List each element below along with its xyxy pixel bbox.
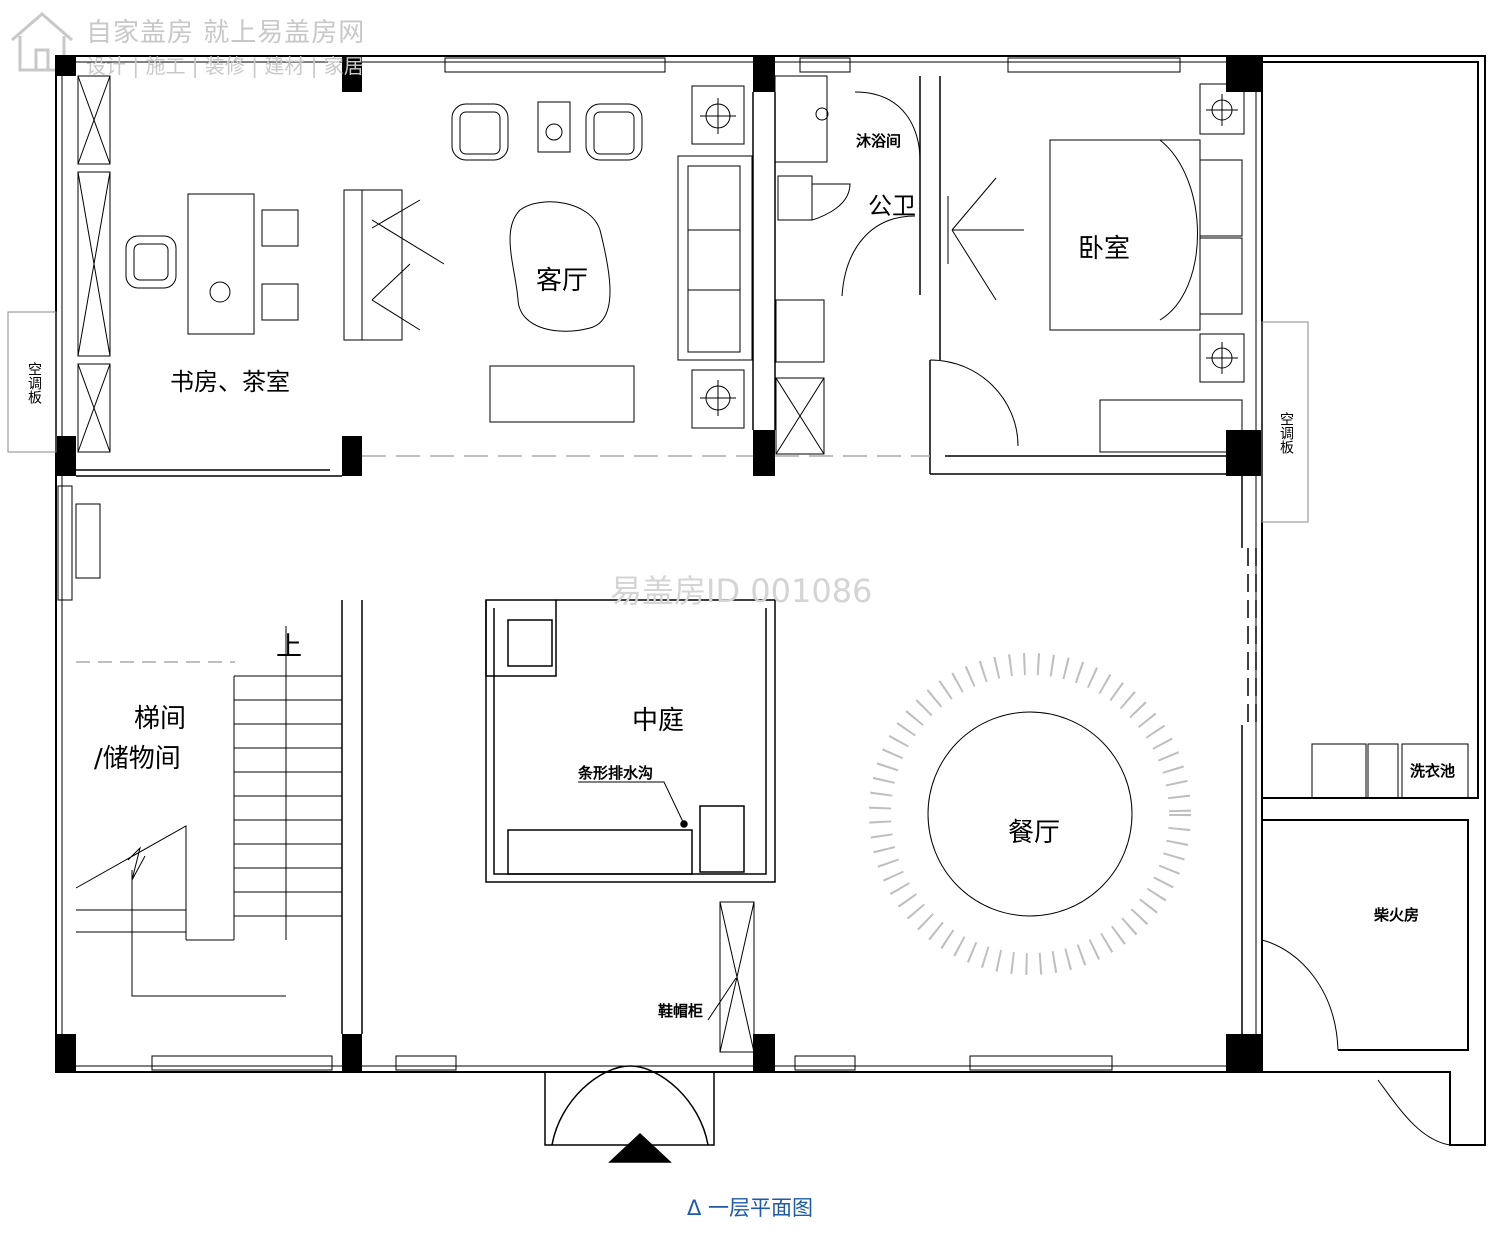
firewood-door: [1261, 939, 1339, 1051]
room-label-dining: 餐厅: [1008, 818, 1061, 848]
room-label-courtyard: 中庭: [632, 706, 685, 736]
stairs-up-label: 上: [276, 632, 303, 662]
room-label-firewood: 柴火房: [1374, 906, 1420, 924]
floor-plan-caption: Δ 一层平面图: [686, 1196, 814, 1220]
entrance-arrow-icon: [608, 1132, 672, 1163]
ac-boards: [7, 311, 1309, 523]
tea-desk: [125, 193, 299, 335]
watermark-title: 自家盖房 就上易盖房网: [86, 18, 366, 48]
room-label-shower: 沐浴间: [856, 132, 902, 150]
tea-table: [489, 365, 635, 423]
bookshelves: [77, 75, 111, 453]
room-label-laundry: 洗衣池: [1410, 762, 1456, 780]
shoe-cabinet-label: 鞋帽柜: [658, 1002, 704, 1020]
bed: [1049, 139, 1243, 331]
coffee-table: [509, 201, 611, 332]
bathroom-fixtures: [774, 75, 1019, 455]
wardrobe: [1099, 399, 1243, 453]
ac-board-label-left: 空调板: [26, 362, 42, 404]
room-label-public-toilet: 公卫: [868, 192, 916, 220]
interior-walls: [76, 76, 1263, 1034]
bedroom-tv: [947, 177, 1024, 301]
dining-table: [869, 653, 1191, 975]
lamp-icons: [691, 83, 1245, 429]
staircase: [75, 626, 342, 997]
drain-pointer: [578, 781, 685, 825]
sofa: [677, 155, 753, 361]
shoe-cabinet: [707, 901, 755, 1053]
watermark-id: 易盖房ID 001086: [610, 572, 873, 610]
columns: [56, 56, 1262, 1072]
room-label-storage: /储物间: [94, 744, 181, 774]
watermark-subtitle: 设计 | 施工 | 装修 | 建材 | 家居: [86, 54, 364, 78]
outer-walls: [55, 55, 1486, 1146]
drain-label: 条形排水沟: [578, 764, 654, 782]
room-label-study: 书房、茶室: [170, 368, 290, 396]
courtyard: [485, 599, 776, 883]
room-label-bedroom: 卧室: [1078, 234, 1131, 264]
living-armchairs: [451, 101, 643, 161]
laundry-fixtures: [1311, 743, 1469, 799]
front-door: [544, 1065, 715, 1146]
room-label-living: 客厅: [536, 266, 589, 296]
room-label-stair: 梯间: [134, 704, 187, 734]
ac-board-label-right: 空调板: [1278, 412, 1294, 454]
tv-cabinet: [343, 189, 445, 341]
logo-house-icon: [11, 12, 73, 72]
annex-door: [1377, 1079, 1451, 1146]
windows: [57, 57, 1181, 1071]
wall-sink: [75, 503, 101, 579]
